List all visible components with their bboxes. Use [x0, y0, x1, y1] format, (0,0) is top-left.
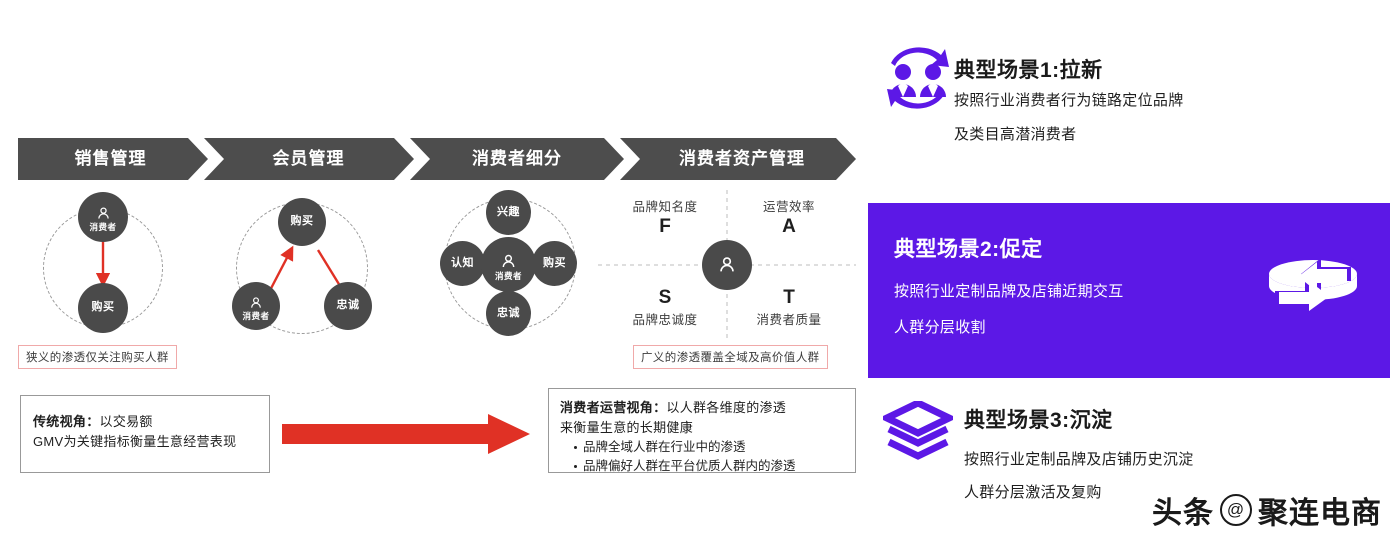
stage-3-segmentation: 兴趣 认知 消费者 购买 忠诚 — [418, 190, 603, 370]
process-step-4[interactable]: 消费者资产管理 — [679, 149, 805, 168]
scenario-3-icon-wrap — [882, 400, 954, 462]
scenario-2-title: 典型场景2:促定 — [894, 238, 1043, 261]
stage-2-node-consumer-label: 消费者 — [242, 310, 270, 321]
stage-3-node-purchase-label: 购买 — [543, 256, 566, 269]
stage-1-tag: 狭义的渗透仅关注购买人群 — [18, 345, 177, 369]
fast-quadrant-t: T 消费者质量 — [734, 286, 844, 328]
watermark-at-icon: @ — [1220, 494, 1252, 526]
traditional-view-strong: 传统视角： — [33, 414, 100, 429]
consumer-ops-view-box: 消费者运营视角：以人群各维度的渗透 来衡量生意的长期健康 品牌全域人群在行业中的… — [548, 388, 856, 473]
person-icon — [97, 207, 109, 219]
watermark-account: 聚连电商 — [1258, 497, 1382, 530]
consumer-ops-line1: 消费者运营视角：以人群各维度的渗透 — [560, 398, 844, 418]
layers-stack-icon — [883, 401, 953, 460]
stage-2-member-loop: 购买 消费者 忠诚 — [214, 190, 399, 370]
stage-3-node-awareness[interactable]: 认知 — [440, 241, 485, 286]
scenario-3-body-line2: 人群分层激活及复购 — [964, 484, 1102, 501]
data-exchange-disc-icon — [1269, 258, 1357, 314]
fast-quadrant-f: 品牌知名度 F — [610, 196, 720, 238]
scenario-3-body-line1: 按照行业定制品牌及店铺历史沉淀 — [964, 451, 1194, 468]
scenario-card-3[interactable]: 典型场景3:沉淀 按照行业定制品牌及店铺历史沉淀 人群分层激活及复购 — [868, 392, 1390, 532]
watermark-source: 头条 — [1152, 497, 1214, 530]
scenario-card-2[interactable]: 典型场景2:促定 按照行业定制品牌及店铺近期交互 人群分层收割 — [868, 203, 1390, 378]
stage-3-node-interest[interactable]: 兴趣 — [486, 190, 531, 235]
consumer-ops-bullet-1: 品牌全域人群在行业中的渗透 — [574, 438, 844, 457]
two-people-refresh-icon — [887, 47, 949, 109]
consumer-ops-bullet-2: 品牌偏好人群在平台优质人群内的渗透 — [574, 457, 844, 476]
process-step-3[interactable]: 消费者细分 — [472, 149, 562, 168]
stage-1-narrow-penetration: 消费者 购买 狭义的渗透仅关注购买人群 — [18, 190, 203, 370]
fast-quadrant-f-title: 品牌知名度 — [632, 200, 698, 214]
stage-3-node-consumer[interactable]: 消费者 — [481, 237, 536, 292]
fast-quadrant-center-node[interactable] — [702, 240, 752, 290]
stage-2-node-loyalty[interactable]: 忠诚 — [324, 282, 372, 330]
scenario-card-1[interactable]: 典型场景1:拉新 按照行业消费者行为链路定位品牌 及类目高潜消费者 — [868, 22, 1390, 182]
stage-3-node-purchase[interactable]: 购买 — [532, 241, 577, 286]
fast-quadrant-a-title: 运营效率 — [762, 200, 815, 214]
traditional-view-box: 传统视角：以交易额 GMV为关键指标衡量生意经营表现 — [20, 395, 270, 473]
stage-3-node-consumer-label: 消费者 — [494, 270, 522, 281]
stage-3-node-awareness-label: 认知 — [451, 256, 474, 269]
consumer-ops-strong: 消费者运营视角： — [560, 400, 667, 415]
fast-quadrant-s: S 品牌忠诚度 — [610, 286, 720, 328]
fast-quadrant-t-letter: T — [783, 287, 795, 308]
stage-3-node-interest-label: 兴趣 — [497, 205, 520, 218]
stage-2-node-purchase[interactable]: 购买 — [278, 198, 326, 246]
scenario-1-icon-wrap — [880, 38, 956, 118]
process-banner-shape — [18, 138, 856, 180]
consumer-ops-bullets: 品牌全域人群在行业中的渗透 品牌偏好人群在平台优质人群内的渗透 — [560, 438, 844, 476]
scenario-2-body-line1: 按照行业定制品牌及店铺近期交互 — [894, 283, 1124, 300]
stage-3-node-loyalty-label: 忠诚 — [497, 306, 520, 319]
watermark: 头条 @ 聚连电商 — [1152, 488, 1382, 532]
stage-4-tag: 广义的渗透覆盖全域及高价值人群 — [633, 345, 828, 369]
scenario-2-icon-wrap — [1258, 251, 1368, 321]
fast-quadrant-t-title: 消费者质量 — [756, 313, 822, 327]
transition-arrow — [282, 414, 530, 454]
scenario-1-body-line2: 及类目高潜消费者 — [954, 126, 1077, 143]
scenario-3-title: 典型场景3:沉淀 — [964, 409, 1113, 432]
process-step-1[interactable]: 销售管理 — [74, 149, 147, 168]
stage-4-fast-quadrant: 品牌知名度 F 运营效率 A S 品牌忠诚度 T 消费者质量 — [598, 190, 856, 370]
stage-diagrams: 消费者 购买 狭义的渗透仅关注购买人群 — [18, 190, 856, 370]
fast-quadrant-s-letter: S — [658, 287, 672, 308]
person-icon — [502, 254, 515, 267]
stage-1-node-purchase-label: 购买 — [91, 301, 115, 314]
stage-3-node-loyalty[interactable]: 忠诚 — [486, 291, 531, 336]
stage-2-node-loyalty-label: 忠诚 — [336, 299, 360, 312]
traditional-view-line2: GMV为关键指标衡量生意经营表现 — [33, 434, 237, 450]
scenario-1-body-line1: 按照行业消费者行为链路定位品牌 — [954, 92, 1184, 109]
process-step-2[interactable]: 会员管理 — [272, 149, 345, 168]
scenario-1-title: 典型场景1:拉新 — [954, 59, 1103, 82]
process-banner: 销售管理 会员管理 消费者细分 消费者资产管理 — [18, 138, 856, 180]
person-icon — [720, 257, 734, 272]
stage-2-node-purchase-label: 购买 — [290, 215, 314, 228]
traditional-view-rest: 以交易额 — [99, 414, 153, 429]
stage-2-node-consumer[interactable]: 消费者 — [232, 282, 280, 330]
fast-quadrant-a: 运营效率 A — [734, 196, 844, 238]
stage-1-node-consumer[interactable]: 消费者 — [78, 192, 128, 242]
consumer-ops-line2: 来衡量生意的长期健康 — [560, 420, 694, 436]
scenario-2-body-line2: 人群分层收割 — [894, 319, 986, 336]
consumer-ops-rest: 以人群各维度的渗透 — [666, 400, 787, 415]
fast-quadrant-f-letter: F — [659, 216, 671, 237]
left-diagram-panel: 销售管理 会员管理 消费者细分 消费者资产管理 — [18, 138, 856, 473]
stage-1-node-consumer-label: 消费者 — [89, 222, 117, 233]
fast-quadrant-a-letter: A — [782, 216, 796, 237]
scenarios-panel: 典型场景1:拉新 按照行业消费者行为链路定位品牌 及类目高潜消费者 典型场景2:… — [868, 0, 1390, 534]
person-icon — [251, 296, 261, 308]
stage-1-node-purchase[interactable]: 购买 — [78, 283, 128, 333]
fast-quadrant-s-title: 品牌忠诚度 — [632, 313, 698, 327]
traditional-view-line1: 传统视角：以交易额 — [33, 412, 257, 432]
